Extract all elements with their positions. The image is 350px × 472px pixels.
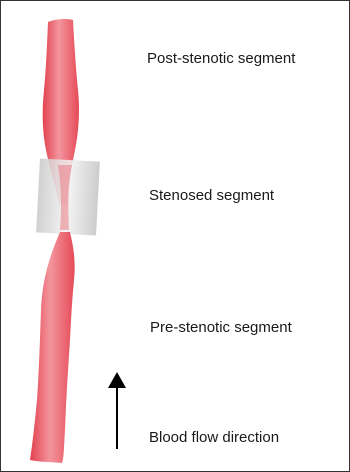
pre-stenotic-vessel: [30, 232, 75, 463]
up-arrow-icon: [108, 372, 126, 449]
stenosed-segment-label: Stenosed segment: [149, 188, 274, 203]
post-stenotic-label: Post-stenotic segment: [147, 51, 295, 66]
flow-direction-label: Blood flow direction: [149, 430, 279, 445]
pre-stenotic-label: Pre-stenotic segment: [150, 320, 292, 335]
